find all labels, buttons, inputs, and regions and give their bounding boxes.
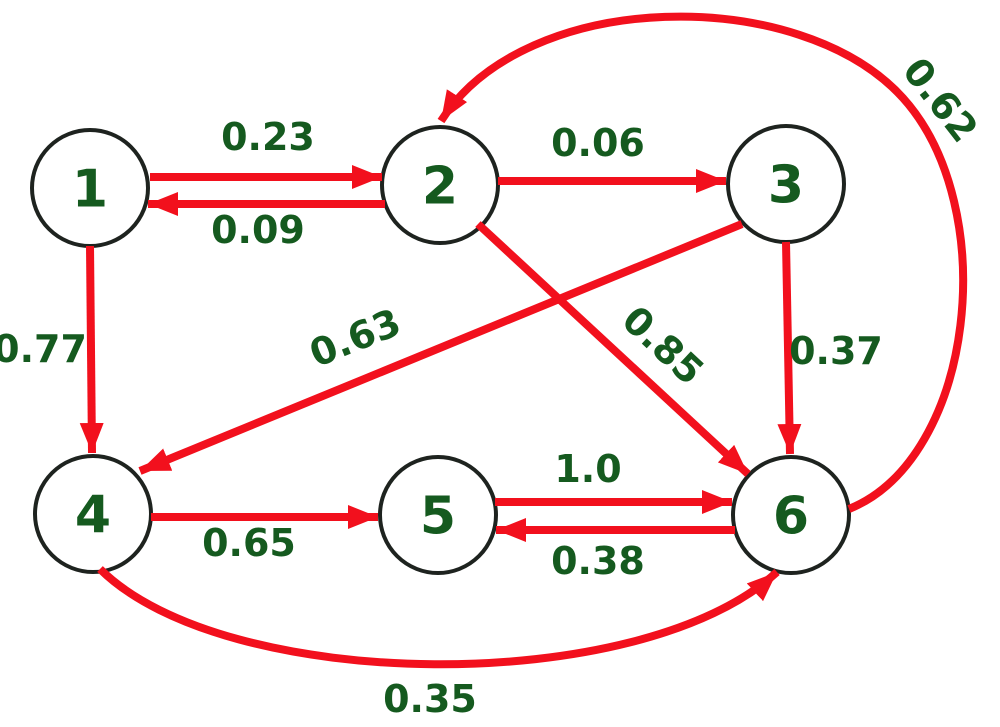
node-2-label: 2 [422, 157, 458, 217]
edge-weight-6-to-5: 0.38 [551, 539, 645, 583]
node-6-circle [731, 455, 851, 575]
edge-weight-1-to-4: 0.77 [0, 327, 87, 371]
edge-4-to-6 [97, 566, 780, 669]
node-6-label: 6 [773, 487, 809, 547]
edge-1-to-4 [79, 245, 104, 454]
edge-weight-5-to-6: 1.0 [554, 447, 621, 491]
edge-3-to-6 [777, 241, 802, 455]
edge-weight-2-to-1: 0.09 [211, 208, 305, 252]
edge-weight-4-to-5: 0.65 [202, 521, 296, 565]
edge-weight-2-to-3: 0.06 [551, 121, 645, 165]
node-4-label: 4 [75, 486, 111, 546]
edge-weight-4-to-6: 0.35 [383, 677, 477, 721]
edge-weight-1-to-2: 0.23 [221, 115, 315, 159]
edge-2-to-6 [475, 221, 751, 477]
edge-weight-3-to-6: 0.37 [789, 329, 883, 373]
node-5-label: 5 [420, 487, 456, 547]
node-5-circle [378, 455, 498, 575]
edge-3-to-4 [138, 220, 744, 475]
node-3-label: 3 [768, 156, 804, 216]
node-1-label: 1 [72, 160, 108, 220]
edge-weight-2-to-6: 0.85 [614, 297, 713, 393]
edge-6-to-2 [437, 12, 968, 513]
